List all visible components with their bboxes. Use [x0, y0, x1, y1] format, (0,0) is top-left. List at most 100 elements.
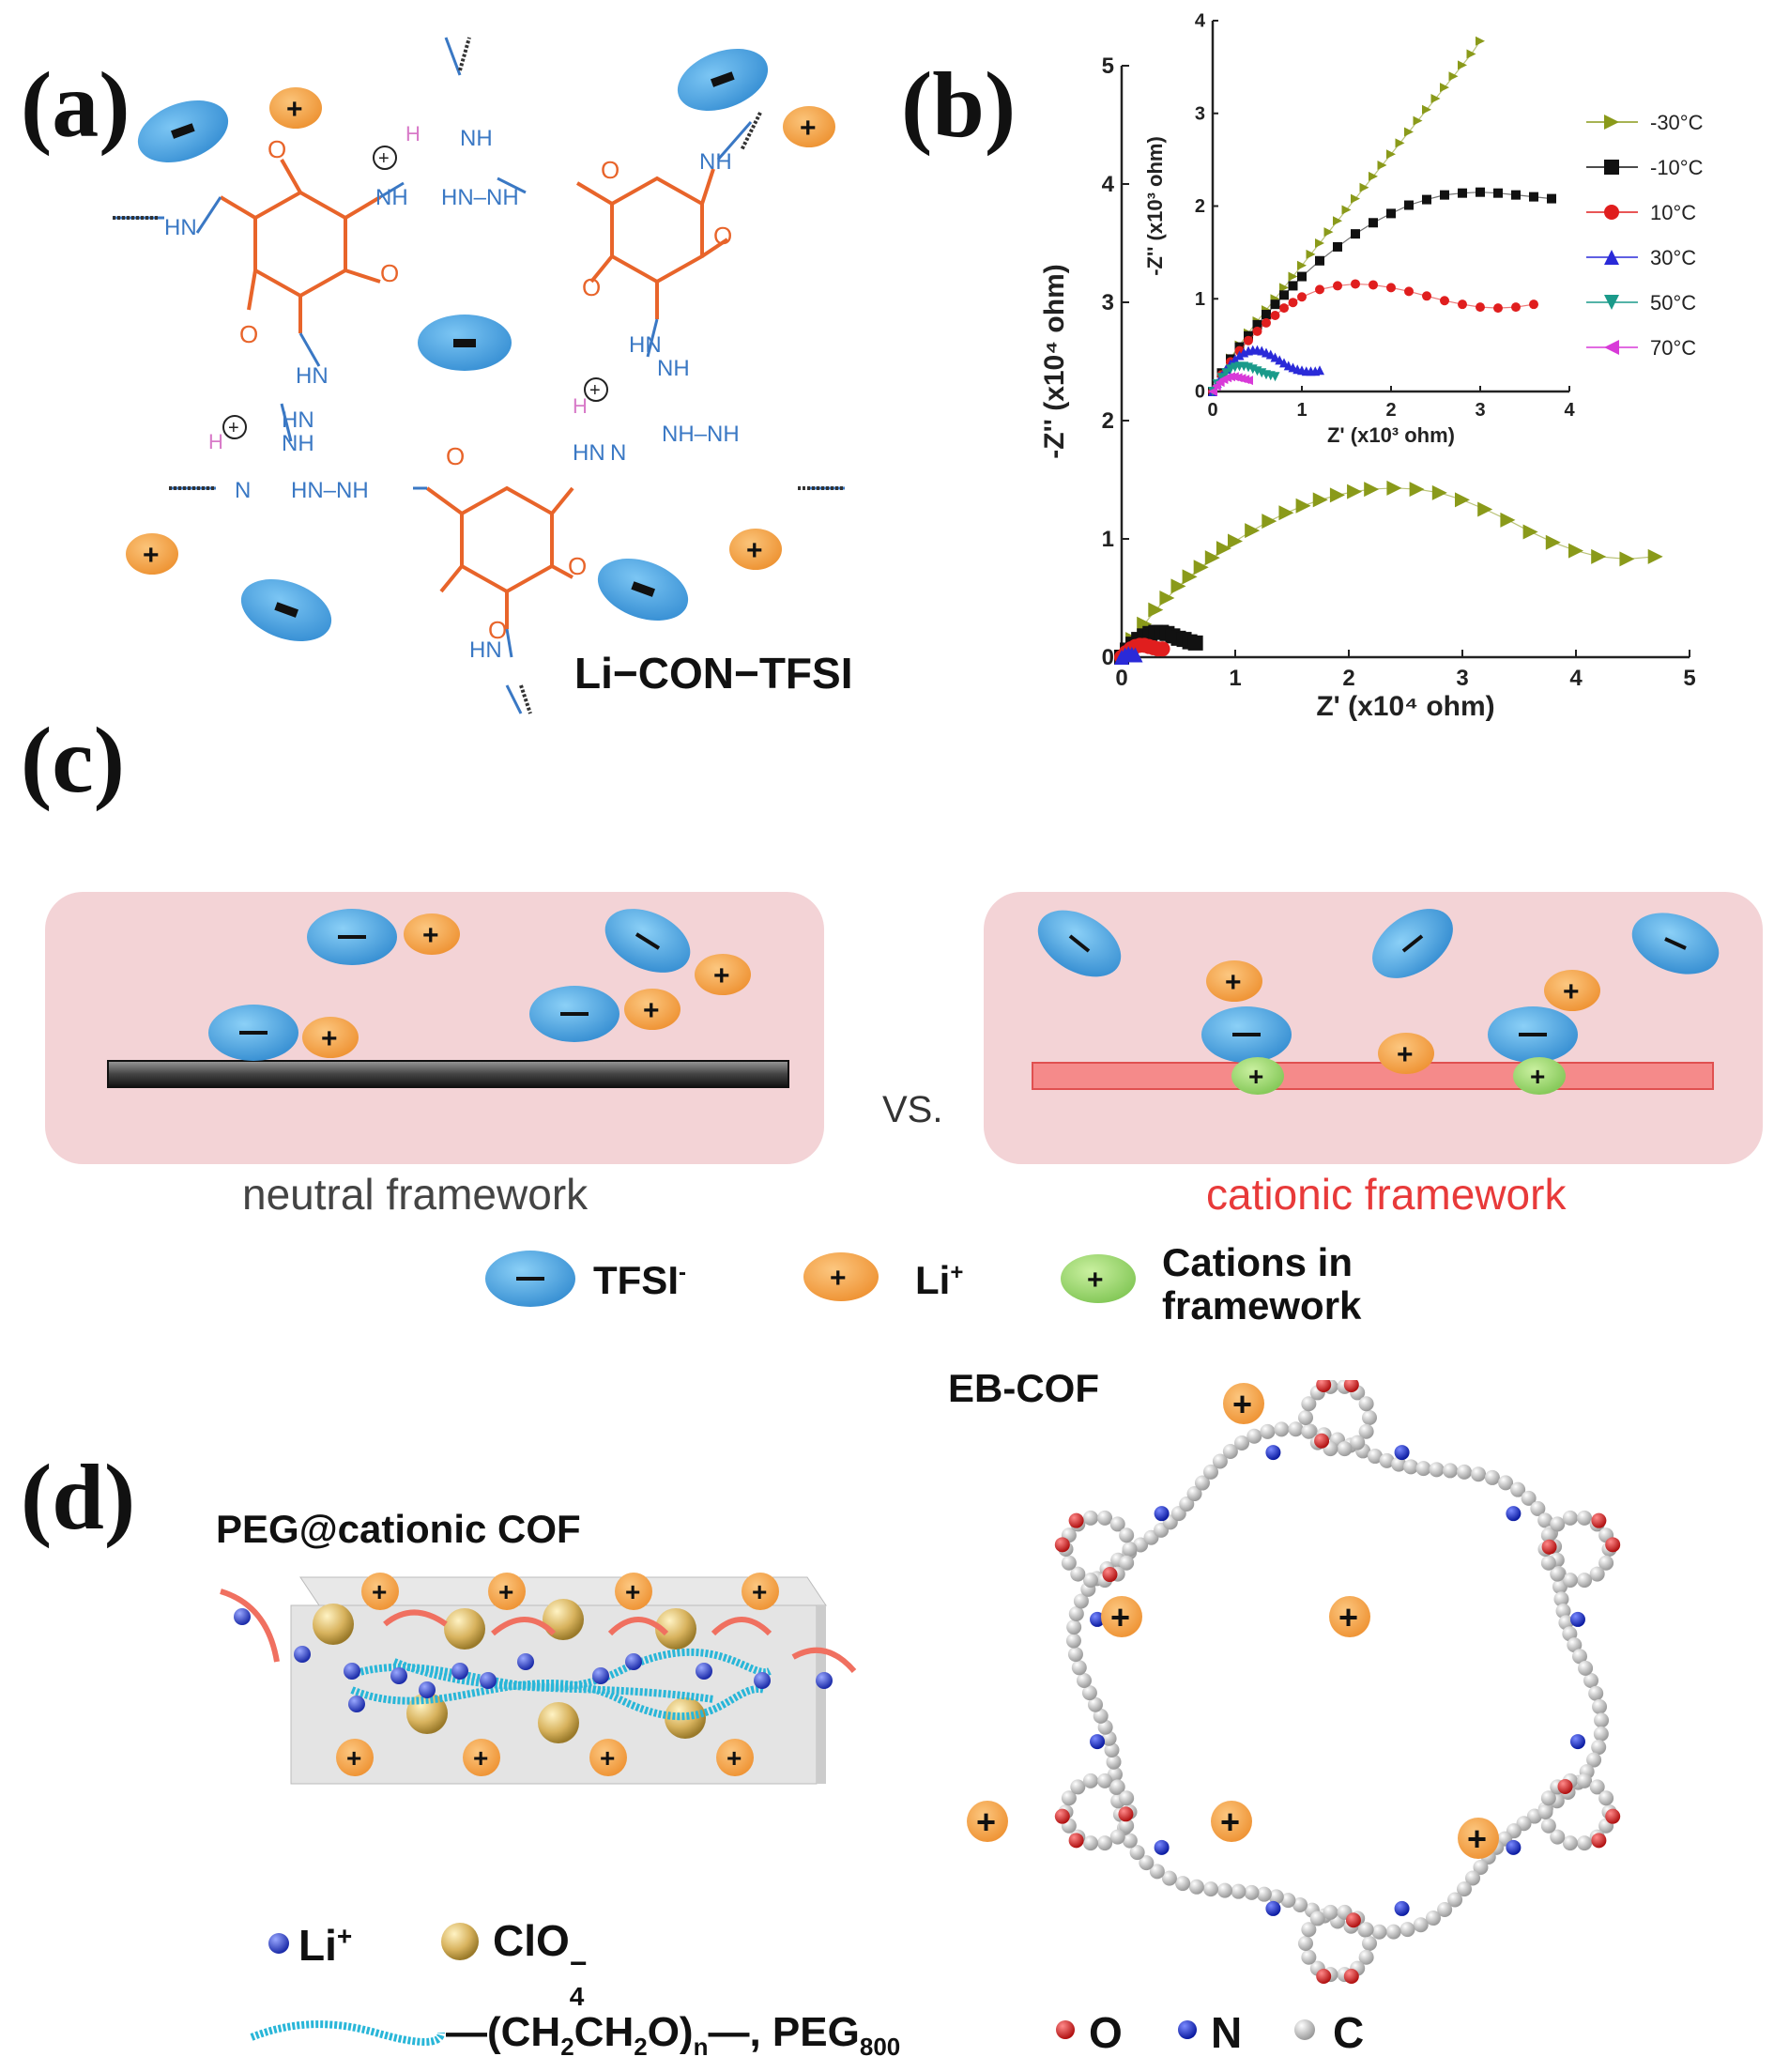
data-point: [1306, 249, 1316, 259]
data-point: [1315, 238, 1324, 248]
svg-text:NH: NH: [282, 431, 314, 456]
data-point: [1430, 93, 1441, 103]
atom: [1437, 1901, 1453, 1917]
svg-text:O: O: [446, 442, 465, 470]
atom: [1569, 1734, 1585, 1750]
peg-cof-diagram: ++++ ++++: [220, 1573, 857, 2046]
atom: [1562, 1573, 1578, 1589]
atom: [1358, 1423, 1374, 1439]
atom: [1457, 1881, 1472, 1897]
svg-text:+: +: [1563, 976, 1580, 1007]
atom: [1154, 1506, 1170, 1522]
data-point: [1323, 227, 1334, 238]
svg-text:+: +: [372, 1577, 387, 1606]
data-point: [1493, 303, 1503, 314]
svg-text:H: H: [208, 430, 223, 453]
inset-legend: -30°C-10°C10°C30°C50°C70°C: [1586, 111, 1704, 360]
svg-text:O: O: [601, 156, 619, 184]
data-point: [1297, 292, 1307, 302]
atom: [1054, 1808, 1070, 1824]
data-point: [1545, 534, 1561, 550]
atom: [1506, 1506, 1522, 1522]
legend-carbon: C: [1333, 2008, 1365, 2057]
y-tick-label: 5: [1102, 54, 1114, 79]
svg-text:+: +: [1225, 967, 1242, 998]
data-point: [1458, 188, 1467, 198]
svg-text:+: +: [1232, 1385, 1252, 1423]
atom: [1129, 1845, 1145, 1861]
li-ion-icons: [234, 1608, 833, 1712]
carbonyl-o-labels: OOO OOO OOO: [239, 135, 732, 644]
atom: [1571, 1649, 1587, 1665]
data-point: [1493, 188, 1503, 198]
atom: [1394, 1900, 1410, 1916]
atom: [1471, 1466, 1487, 1482]
atom: [1537, 1512, 1553, 1528]
atom: [1082, 1773, 1098, 1788]
atom: [1598, 1790, 1614, 1806]
atom: [1358, 1922, 1374, 1938]
atom: [1256, 1886, 1272, 1902]
data-point: [1159, 591, 1175, 606]
svg-text:+: +: [976, 1803, 996, 1841]
data-point: [1193, 560, 1209, 576]
legend-entry: 70°C: [1650, 336, 1696, 360]
data-point: [1333, 281, 1342, 291]
atom: [1484, 1469, 1500, 1485]
atom: [1343, 1380, 1359, 1392]
data-point: [1476, 187, 1485, 197]
data-point: [1234, 350, 1245, 361]
atom: [1119, 1555, 1135, 1571]
x-tick-label: 2: [1385, 400, 1396, 421]
legend-marker: [1604, 250, 1619, 265]
data-point: [1395, 138, 1405, 148]
svg-text:+: +: [1338, 1598, 1358, 1636]
legend-li: Li+: [915, 1258, 964, 1302]
atom: [1550, 1516, 1566, 1532]
data-point: [1440, 190, 1449, 200]
data-point: [1329, 487, 1345, 503]
atom: [1323, 1904, 1338, 1920]
svg-text:+: +: [1110, 1598, 1130, 1636]
data-point: [1333, 216, 1342, 226]
compound-name: Li−CON−TFSI: [574, 649, 853, 698]
data-point: [1351, 229, 1360, 239]
atom: [1540, 1818, 1556, 1834]
data-point: [1252, 319, 1262, 330]
atom: [1068, 1512, 1084, 1528]
data-point: [1477, 501, 1493, 517]
hydrazine-linkers: [113, 37, 845, 714]
data-point: [1182, 569, 1198, 585]
atom: [1457, 1464, 1472, 1480]
svg-text:N: N: [235, 478, 251, 503]
data-point: [1364, 482, 1380, 498]
atom: [1149, 1864, 1165, 1880]
data-point: [1369, 171, 1378, 181]
atom: [1413, 1917, 1429, 1933]
svg-text:+: +: [346, 1743, 361, 1773]
data-point: [1440, 83, 1449, 93]
data-point: [1230, 354, 1240, 364]
atom: [1399, 1922, 1415, 1938]
atom: [1537, 1804, 1553, 1819]
li-legend-icon: [268, 1933, 289, 1954]
peg-cof-title: PEG@cationic COF: [216, 1507, 581, 1551]
atom: [1541, 1539, 1557, 1555]
data-point: [1547, 193, 1556, 204]
data-point: [1404, 286, 1414, 297]
x-tick-label: 1: [1296, 400, 1307, 421]
atom: [1292, 1896, 1308, 1912]
oxygen-legend-icon: [1056, 2020, 1075, 2039]
data-point: [1455, 492, 1470, 508]
data-point: [1252, 326, 1262, 336]
atom: [1274, 1421, 1290, 1437]
atom: [1082, 1510, 1098, 1526]
atom: [1343, 1969, 1359, 1985]
data-point: [1244, 376, 1253, 386]
li-cation-icons: [126, 87, 835, 575]
legend-marker: [1604, 160, 1619, 175]
atom: [1385, 1924, 1401, 1940]
data-point: [1413, 115, 1423, 126]
atom: [1077, 1673, 1092, 1688]
y-tick-label: 3: [1102, 290, 1114, 315]
